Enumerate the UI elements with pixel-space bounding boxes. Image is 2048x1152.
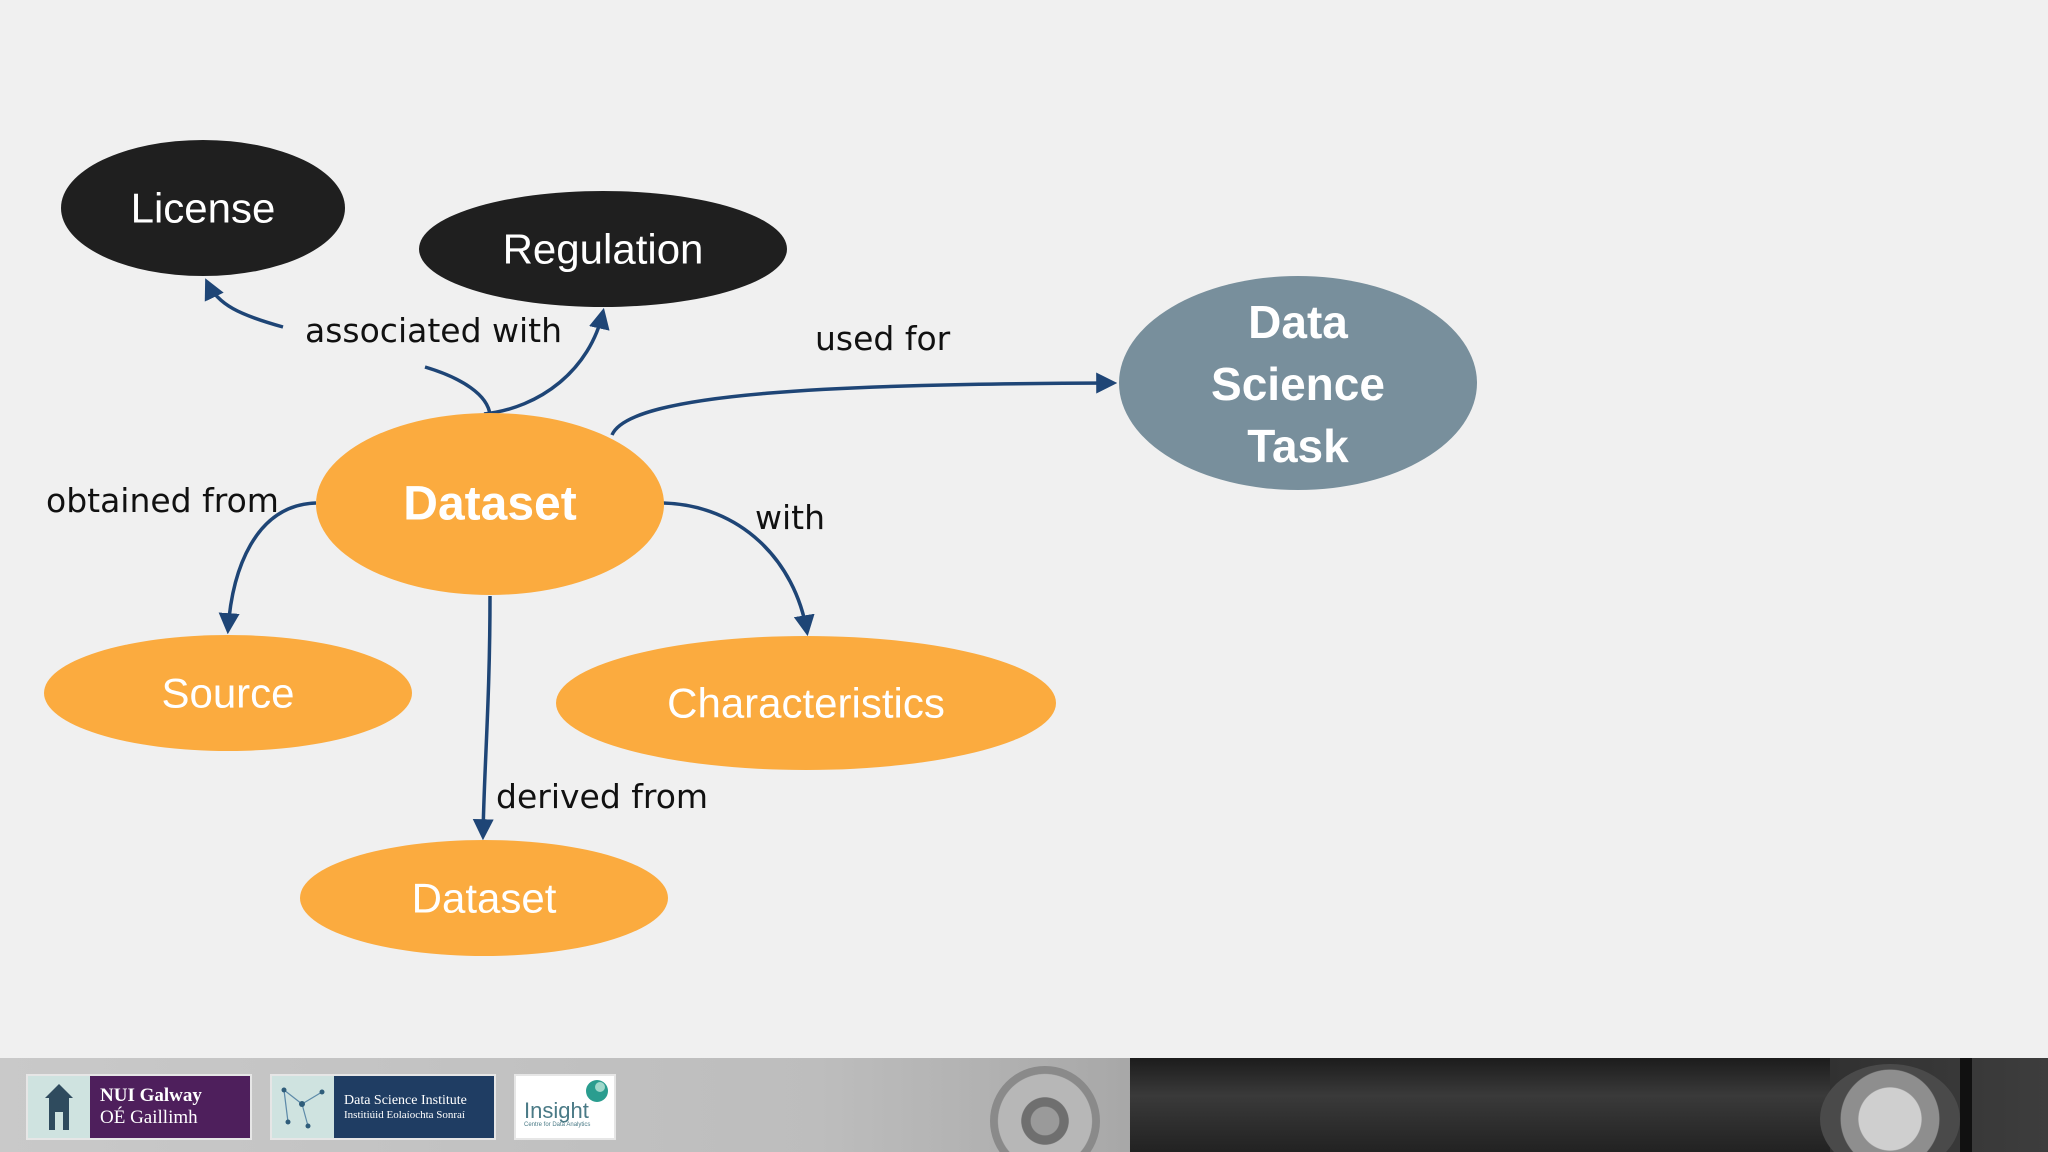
edge-associated-stub bbox=[424, 365, 492, 416]
nuig-crest-icon bbox=[28, 1076, 90, 1138]
edge-label-obtained-from: obtained from bbox=[46, 481, 279, 520]
node-data-science-task: Data Science Task bbox=[1119, 276, 1477, 490]
node-dataset-derived-label: Dataset bbox=[412, 875, 557, 922]
insight-globe-icon bbox=[586, 1080, 608, 1102]
edge-label-derived-from: derived from bbox=[496, 777, 708, 816]
node-dataset-derived: Dataset bbox=[300, 840, 668, 956]
slide-canvas: License Regulation Data Science Task Dat… bbox=[44, 140, 1477, 956]
node-characteristics: Characteristics bbox=[556, 636, 1056, 770]
node-source: Source bbox=[44, 635, 412, 751]
machine-bar-decoration bbox=[1960, 1058, 1972, 1152]
machine-gear-decoration bbox=[990, 1066, 1100, 1152]
nuig-irish-name: OÉ Gaillimh bbox=[100, 1107, 198, 1128]
edge-label-associated-with: associated with bbox=[305, 311, 562, 350]
edge-to-data-science-task bbox=[610, 372, 1118, 436]
nui-galway-logo: NUI Galway OÉ Gaillimh bbox=[26, 1074, 252, 1140]
edge-to-source bbox=[218, 501, 317, 635]
insight-name: Insight bbox=[524, 1098, 589, 1123]
node-dataset-main-label: Dataset bbox=[403, 478, 576, 531]
dsi-name: Data Science Institute bbox=[344, 1092, 467, 1108]
node-dst-line3: Task bbox=[1247, 420, 1349, 472]
concept-diagram: License Regulation Data Science Task Dat… bbox=[44, 140, 1477, 956]
edge-label-used-for: used for bbox=[815, 319, 951, 358]
edge-label-with: with bbox=[755, 498, 825, 537]
node-regulation: Regulation bbox=[419, 191, 787, 307]
node-source-label: Source bbox=[161, 670, 294, 717]
edge-to-characteristics bbox=[662, 501, 815, 637]
dsi-network-icon bbox=[272, 1076, 334, 1138]
machine-body-decoration bbox=[1130, 1058, 1830, 1152]
node-dst-line2: Science bbox=[1211, 358, 1385, 410]
edge-to-derived-dataset bbox=[472, 595, 494, 841]
node-characteristics-label: Characteristics bbox=[667, 680, 945, 727]
dsi-irish-name: Institiúid Eolaíochta Sonraí bbox=[344, 1108, 465, 1121]
edge-to-license bbox=[204, 278, 284, 329]
nuig-name: NUI Galway bbox=[100, 1085, 202, 1107]
node-dataset-main: Dataset bbox=[316, 413, 664, 595]
node-dst-line1: Data bbox=[1248, 296, 1348, 348]
data-science-institute-logo: Data Science Institute Institiúid Eolaío… bbox=[270, 1074, 496, 1140]
node-regulation-label: Regulation bbox=[503, 226, 704, 273]
insight-logo: Insight Centre for Data Analytics bbox=[514, 1074, 616, 1140]
machine-wheel-decoration bbox=[1820, 1064, 1960, 1152]
node-license-label: License bbox=[131, 185, 276, 232]
edge-to-regulation bbox=[483, 307, 610, 416]
footer-bar: NUI Galway OÉ Gaillimh Data Scienc bbox=[0, 1058, 2048, 1152]
node-license: License bbox=[61, 140, 345, 276]
insight-subtitle: Centre for Data Analytics bbox=[524, 1122, 591, 1128]
